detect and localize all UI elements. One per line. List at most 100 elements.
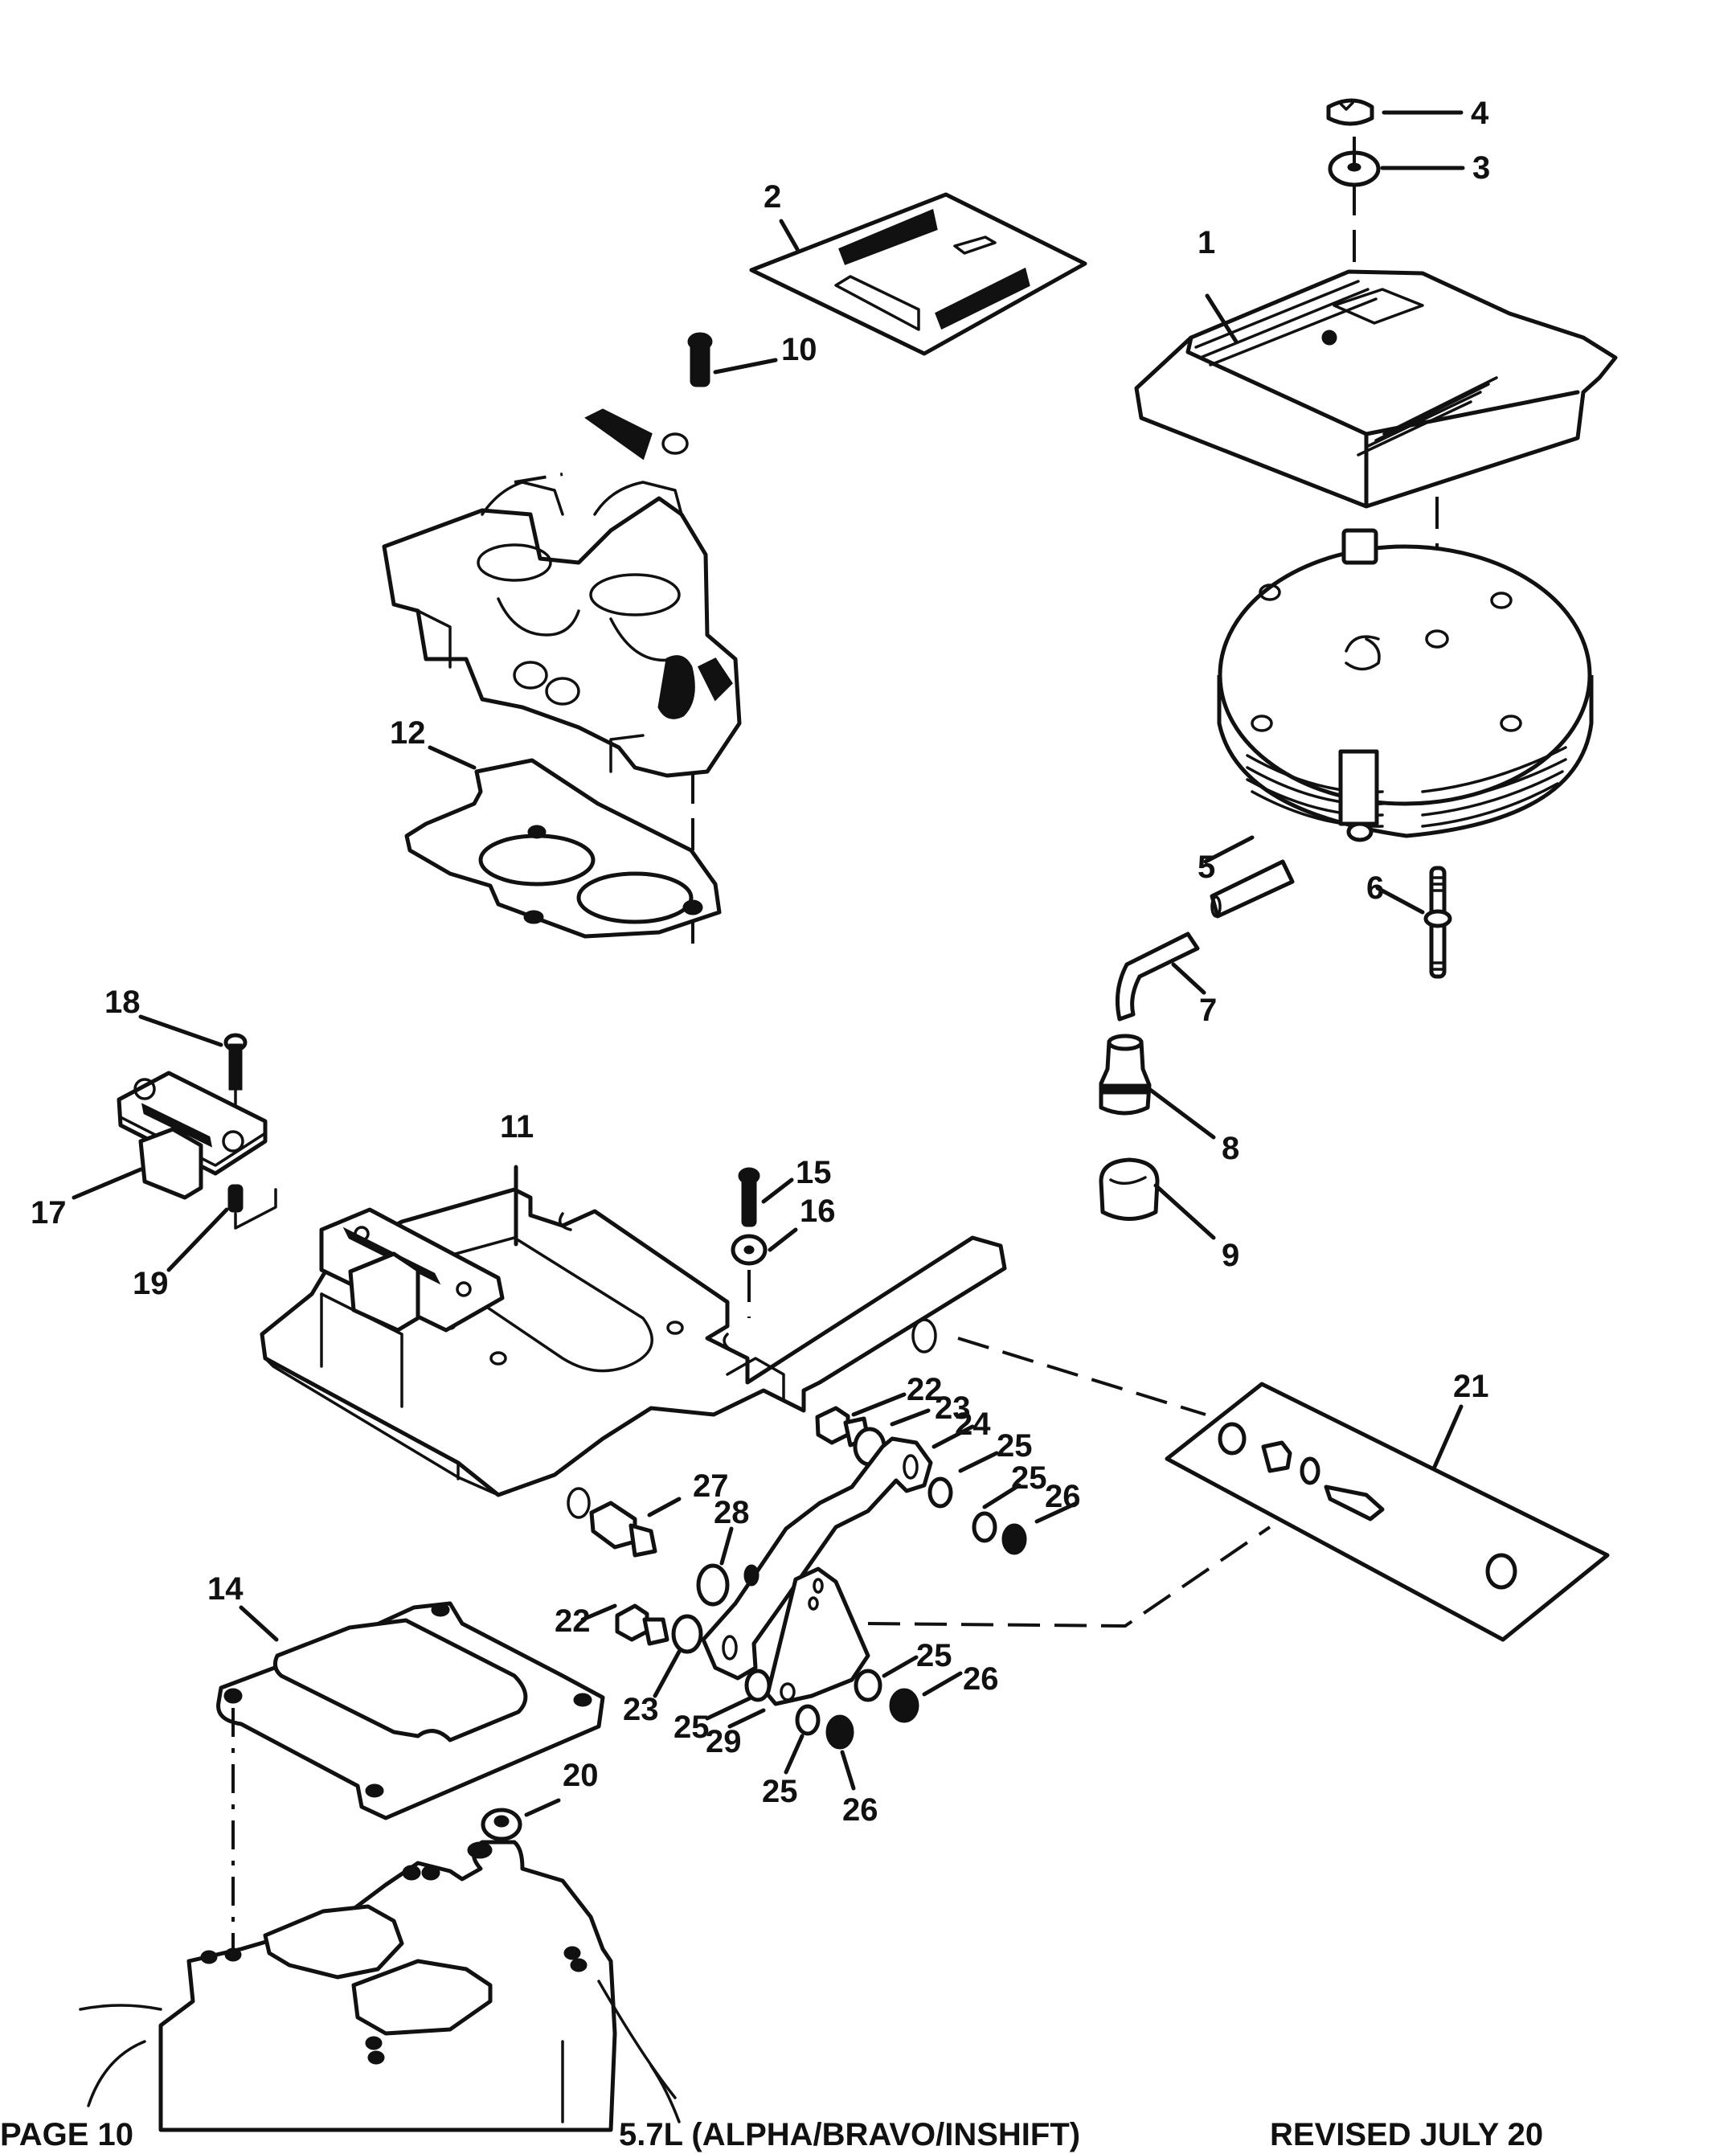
callout-25e: 25 xyxy=(916,1638,952,1673)
part-16-washer xyxy=(731,1234,768,1266)
part-9-cap xyxy=(1099,1157,1160,1221)
callout-16: 16 xyxy=(800,1194,836,1229)
callout-15: 15 xyxy=(796,1155,832,1190)
callout-4: 4 xyxy=(1471,96,1489,131)
callout-6: 6 xyxy=(1366,870,1384,906)
leader-8 xyxy=(1147,1087,1216,1140)
callout-22b: 22 xyxy=(555,1603,591,1639)
part-22-stud-lower xyxy=(615,1603,669,1646)
callout-7: 7 xyxy=(1199,993,1217,1028)
callout-3: 3 xyxy=(1472,150,1490,186)
part-12-gasket xyxy=(404,758,722,939)
part-26-nut-b xyxy=(825,1714,854,1750)
part-21-kit xyxy=(1165,1382,1610,1642)
part-20-seal xyxy=(481,1808,522,1841)
leader-5 xyxy=(1203,835,1255,864)
callout-2: 2 xyxy=(764,179,781,215)
leader-2 xyxy=(779,219,800,252)
leader-10 xyxy=(713,358,778,375)
footer-revision-label: REVISED JULY 20 xyxy=(1270,2117,1544,2152)
part-15-screw xyxy=(738,1167,760,1227)
footer-model-label: 5.7L (ALPHA/BRAVO/INSHIFT) xyxy=(619,2117,1081,2152)
kit-21-ref-line-upper xyxy=(957,1337,1206,1416)
footer-revision: REVISED JULY 20 xyxy=(1270,2115,1543,2152)
callout-12: 12 xyxy=(390,715,426,751)
kit-21-ref-line-lower xyxy=(867,1525,1271,1628)
leader-25b xyxy=(982,1483,1022,1509)
callout-5: 5 xyxy=(1198,850,1215,885)
callout-26b: 26 xyxy=(842,1792,878,1828)
callout-10: 10 xyxy=(781,332,817,367)
part-6-stud xyxy=(1423,866,1452,979)
part-19-seal xyxy=(227,1184,277,1230)
part-25-washer-e xyxy=(854,1669,882,1702)
part-17-sensor xyxy=(117,1071,268,1200)
part-26-nut-c xyxy=(889,1688,919,1723)
leader-24 xyxy=(931,1424,975,1449)
callout-25b: 25 xyxy=(1011,1460,1047,1496)
leader-25c xyxy=(705,1695,754,1721)
leader-1 xyxy=(1205,293,1239,344)
leader-7 xyxy=(1171,962,1206,995)
leader-17 xyxy=(72,1167,143,1200)
callout-8: 8 xyxy=(1222,1131,1239,1166)
leader-28 xyxy=(719,1526,734,1566)
leader-9 xyxy=(1153,1183,1216,1240)
part-25-washer-d xyxy=(795,1704,821,1736)
callout-23b: 23 xyxy=(623,1692,659,1727)
part-8-fitting xyxy=(1099,1034,1152,1116)
leader-26b xyxy=(840,1750,856,1791)
callout-25a: 25 xyxy=(997,1428,1033,1464)
leader-18 xyxy=(138,1014,223,1047)
callout-23a: 23 xyxy=(935,1390,971,1426)
leader-26a xyxy=(1034,1501,1079,1524)
part-26-nut-a xyxy=(1001,1523,1027,1555)
part-24-lever xyxy=(701,1436,933,1681)
leader-15 xyxy=(761,1177,794,1204)
part-4-nut xyxy=(1326,98,1374,126)
callout-29: 29 xyxy=(706,1724,742,1759)
part-18-screw xyxy=(223,1033,248,1111)
part-25-washer-a xyxy=(927,1476,953,1509)
leader-23a xyxy=(890,1408,931,1427)
part-7-hose xyxy=(1115,859,1295,1022)
leader-26c xyxy=(922,1671,963,1697)
leader-16 xyxy=(768,1227,798,1252)
part-1-cover xyxy=(1134,269,1618,509)
leader-21 xyxy=(1432,1404,1464,1469)
callout-21: 21 xyxy=(1453,1369,1489,1404)
footer-page: PAGE 10 xyxy=(0,2115,133,2152)
callout-26a: 26 xyxy=(1045,1479,1081,1514)
part-25-washer-b xyxy=(972,1511,997,1543)
callout-24: 24 xyxy=(955,1407,991,1442)
leader-27 xyxy=(647,1497,682,1517)
adapter-sensor xyxy=(319,1207,505,1333)
callout-25c: 25 xyxy=(674,1710,710,1745)
callout-19: 19 xyxy=(133,1266,169,1301)
leader-23b xyxy=(653,1649,682,1698)
leader-12 xyxy=(428,745,477,770)
callout-26c: 26 xyxy=(963,1661,999,1697)
leader-25a xyxy=(958,1451,999,1473)
part-14-gasket xyxy=(216,1601,605,1820)
callout-28: 28 xyxy=(714,1495,750,1530)
callout-18: 18 xyxy=(104,985,141,1020)
callout-27: 27 xyxy=(693,1468,729,1504)
callout-11: 11 xyxy=(500,1109,534,1145)
callout-14: 14 xyxy=(207,1571,244,1607)
leader-22b xyxy=(580,1603,617,1622)
part-2-decal xyxy=(749,192,1087,356)
leader-19 xyxy=(166,1207,229,1272)
intake-manifold xyxy=(79,1840,681,2132)
callout-17: 17 xyxy=(31,1195,67,1231)
callout-1: 1 xyxy=(1198,225,1215,260)
callout-25d: 25 xyxy=(762,1774,798,1809)
part-29-link xyxy=(765,1566,870,1706)
leader-29 xyxy=(727,1708,766,1729)
part-28-washer xyxy=(696,1563,730,1607)
leader-22a xyxy=(851,1392,907,1417)
leader-6 xyxy=(1375,886,1425,915)
part-5-flame-arrestor xyxy=(1217,528,1594,842)
leader-14 xyxy=(239,1605,279,1642)
throttle-body xyxy=(382,408,742,778)
